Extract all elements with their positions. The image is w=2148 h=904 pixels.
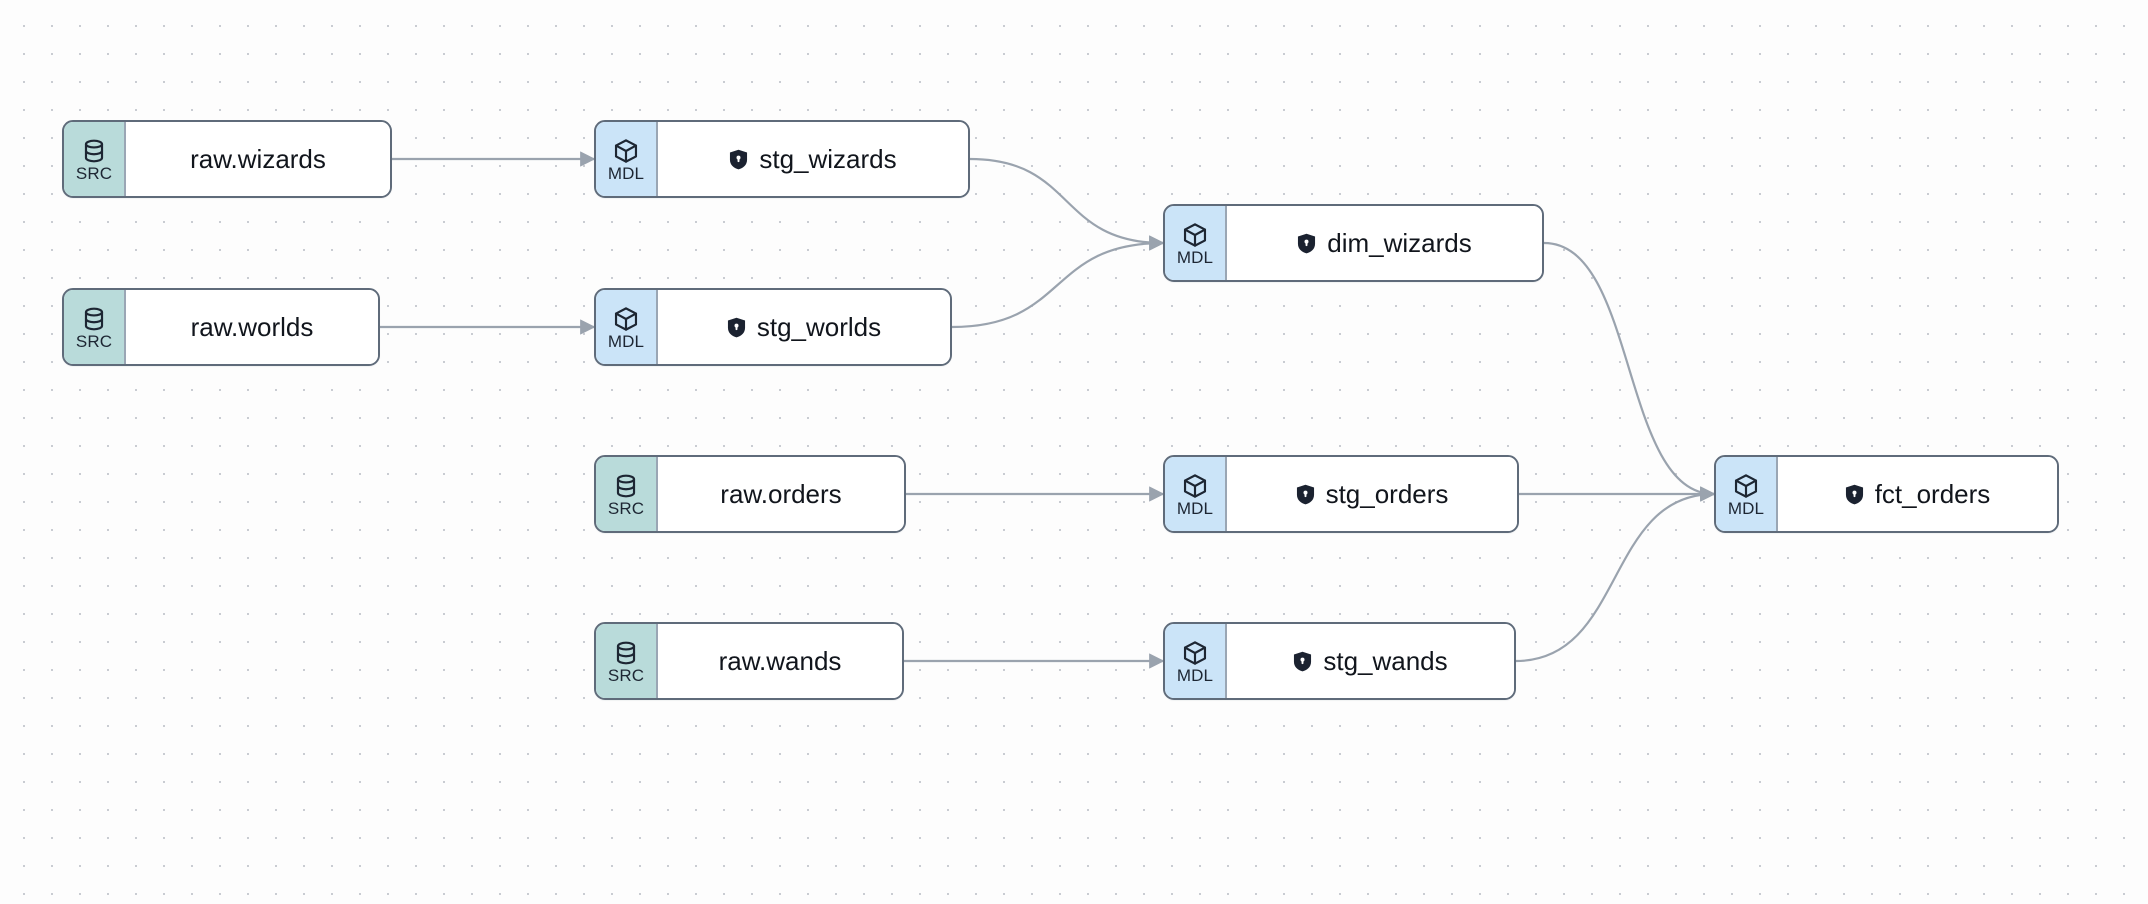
node-label: raw.wands: [718, 646, 842, 676]
shield-lock-icon: [1297, 233, 1316, 254]
node-body: raw.orders: [658, 457, 904, 531]
shield-lock-icon: [729, 149, 748, 170]
node-type-label: SRC: [607, 665, 645, 685]
node-type-badge: SRC: [596, 457, 658, 531]
cube-icon: [1182, 640, 1208, 666]
node-body: raw.wizards: [126, 122, 390, 196]
cube-icon: [613, 306, 639, 332]
database-icon: [81, 138, 107, 164]
database-icon: [613, 640, 639, 666]
node-type-badge: MDL: [1716, 457, 1778, 531]
node-type-label: MDL: [1176, 665, 1214, 685]
shield-lock-icon: [1845, 484, 1864, 505]
node-type-badge: MDL: [1165, 457, 1227, 531]
shield-lock-icon: [1293, 651, 1312, 672]
node-type-badge: SRC: [64, 122, 126, 196]
node-label: raw.worlds: [190, 312, 314, 342]
node-type-badge: SRC: [64, 290, 126, 364]
database-icon: [81, 306, 107, 332]
edge-stg-worlds-to-dim-wizards: [950, 235, 1165, 329]
node-body: stg_orders: [1227, 457, 1517, 531]
node-label: stg_worlds: [756, 312, 882, 342]
node-raw-wands[interactable]: SRC raw.wands: [594, 622, 904, 700]
node-raw-orders[interactable]: SRC raw.orders: [594, 455, 906, 533]
node-label: fct_orders: [1874, 479, 1991, 509]
edge-stg-wizards-to-dim-wizards: [968, 157, 1165, 251]
database-icon: [613, 473, 639, 499]
node-type-label: MDL: [607, 163, 645, 183]
node-body: stg_wizards: [658, 122, 968, 196]
cube-icon: [1733, 473, 1759, 499]
cube-icon: [613, 138, 639, 164]
node-body: fct_orders: [1778, 457, 2057, 531]
shield-lock-icon: [727, 317, 746, 338]
cube-icon: [1182, 473, 1208, 499]
node-type-badge: SRC: [596, 624, 658, 698]
node-type-label: MDL: [1176, 247, 1214, 267]
node-body: dim_wizards: [1227, 206, 1542, 280]
node-dim-wizards[interactable]: MDL dim_wizards: [1163, 204, 1544, 282]
node-body: raw.wands: [658, 624, 902, 698]
node-label: stg_wands: [1323, 646, 1448, 676]
node-stg-wands[interactable]: MDL stg_wands: [1163, 622, 1516, 700]
node-type-label: SRC: [75, 163, 113, 183]
node-type-badge: MDL: [596, 122, 658, 196]
edge-dim-wizards-to-fct-orders: [1542, 241, 1716, 502]
node-label: dim_wizards: [1327, 228, 1472, 258]
node-body: stg_worlds: [658, 290, 950, 364]
node-stg-worlds[interactable]: MDL stg_worlds: [594, 288, 952, 366]
cube-icon: [1182, 222, 1208, 248]
shield-lock-icon: [1296, 484, 1315, 505]
node-type-badge: MDL: [1165, 624, 1227, 698]
node-label: stg_wizards: [759, 144, 897, 174]
edge-stg-wands-to-fct-orders: [1514, 486, 1716, 663]
node-type-label: MDL: [1727, 498, 1765, 518]
node-type-label: MDL: [607, 331, 645, 351]
node-body: raw.worlds: [126, 290, 378, 364]
node-label: raw.orders: [720, 479, 842, 509]
node-type-label: MDL: [1176, 498, 1214, 518]
node-fct-orders[interactable]: MDL fct_orders: [1714, 455, 2059, 533]
node-raw-wizards[interactable]: SRC raw.wizards: [62, 120, 392, 198]
node-body: stg_wands: [1227, 624, 1514, 698]
node-type-label: SRC: [607, 498, 645, 518]
node-raw-worlds[interactable]: SRC raw.worlds: [62, 288, 380, 366]
node-type-badge: MDL: [1165, 206, 1227, 280]
node-label: stg_orders: [1325, 479, 1449, 509]
node-stg-wizards[interactable]: MDL stg_wizards: [594, 120, 970, 198]
node-stg-orders[interactable]: MDL stg_orders: [1163, 455, 1519, 533]
node-type-badge: MDL: [596, 290, 658, 364]
node-label: raw.wizards: [190, 144, 326, 174]
node-type-label: SRC: [75, 331, 113, 351]
